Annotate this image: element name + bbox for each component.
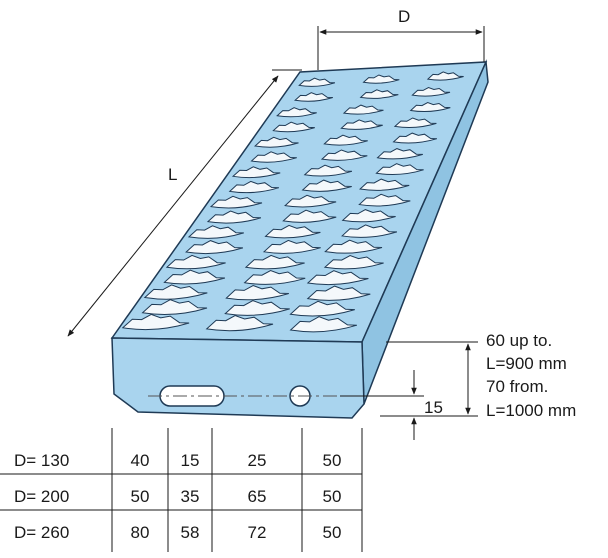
perforation-opening xyxy=(359,89,399,99)
perforation-opening xyxy=(303,164,353,177)
perforation-opening xyxy=(294,92,333,102)
perforation-opening xyxy=(340,224,398,238)
perforation-opening xyxy=(282,209,337,223)
perforation-opening xyxy=(341,209,396,223)
d-label: D xyxy=(398,7,410,26)
perforation-opening xyxy=(376,148,423,160)
height-note-line-3: 70 from. xyxy=(486,377,548,396)
perforation-opening xyxy=(284,194,337,208)
perforation-opening xyxy=(301,179,352,192)
dimension-table-grid xyxy=(0,428,363,552)
l-label: L xyxy=(168,165,177,184)
table-cell: 58 xyxy=(181,523,200,542)
perforation-opening xyxy=(298,77,336,87)
table-cell: D= 130 xyxy=(14,451,69,470)
table-cell: 15 xyxy=(181,451,200,470)
height-note-line-2: L=900 mm xyxy=(486,354,567,373)
perforation-opening xyxy=(411,86,451,97)
small-dim-label: 15 xyxy=(424,398,443,417)
perforation-opening xyxy=(342,104,384,115)
perforation-opening xyxy=(289,300,355,317)
table-cell: D= 260 xyxy=(14,523,69,542)
perforation-opening xyxy=(409,101,451,113)
plate-front-face xyxy=(111,337,365,419)
table-cell: 65 xyxy=(248,487,267,506)
l-dimension-line xyxy=(67,75,279,337)
perforation-opening xyxy=(392,132,438,144)
perforation-opening xyxy=(306,270,369,286)
perforation-opening xyxy=(359,178,410,191)
perforation-opening xyxy=(426,71,464,81)
table-cell: 50 xyxy=(323,487,342,506)
perforation-opening xyxy=(324,239,383,254)
height-note-line-4: L=1000 mm xyxy=(486,401,576,420)
table-cell: 50 xyxy=(323,451,342,470)
table-cell: 35 xyxy=(181,487,200,506)
perforation-opening xyxy=(340,119,383,130)
perforation-opening xyxy=(362,74,400,84)
table-cell: 80 xyxy=(131,523,150,542)
table-cell: 50 xyxy=(131,487,150,506)
perforation-opening xyxy=(393,117,437,129)
perforation-opening xyxy=(323,254,384,270)
perforation-opening xyxy=(320,149,368,161)
height-note-line-1: 60 up to. xyxy=(486,331,552,350)
perforation-opening xyxy=(323,134,368,146)
table-cell: 72 xyxy=(248,523,267,542)
perforation-opening xyxy=(276,107,317,118)
dimension-table: D= 130 40 15 25 50 D= 200 50 35 65 50 D= 260 80 58 72… xyxy=(14,451,341,542)
table-cell: 25 xyxy=(248,451,267,470)
table-cell: 50 xyxy=(323,523,342,542)
table-cell: 40 xyxy=(131,451,150,470)
table-cell: D= 200 xyxy=(14,487,69,506)
perforation-opening xyxy=(358,193,411,207)
perforation-opening xyxy=(375,163,424,175)
perforation-opening xyxy=(272,121,315,133)
perforation-opening xyxy=(306,285,371,301)
perforation-opening xyxy=(289,316,358,333)
